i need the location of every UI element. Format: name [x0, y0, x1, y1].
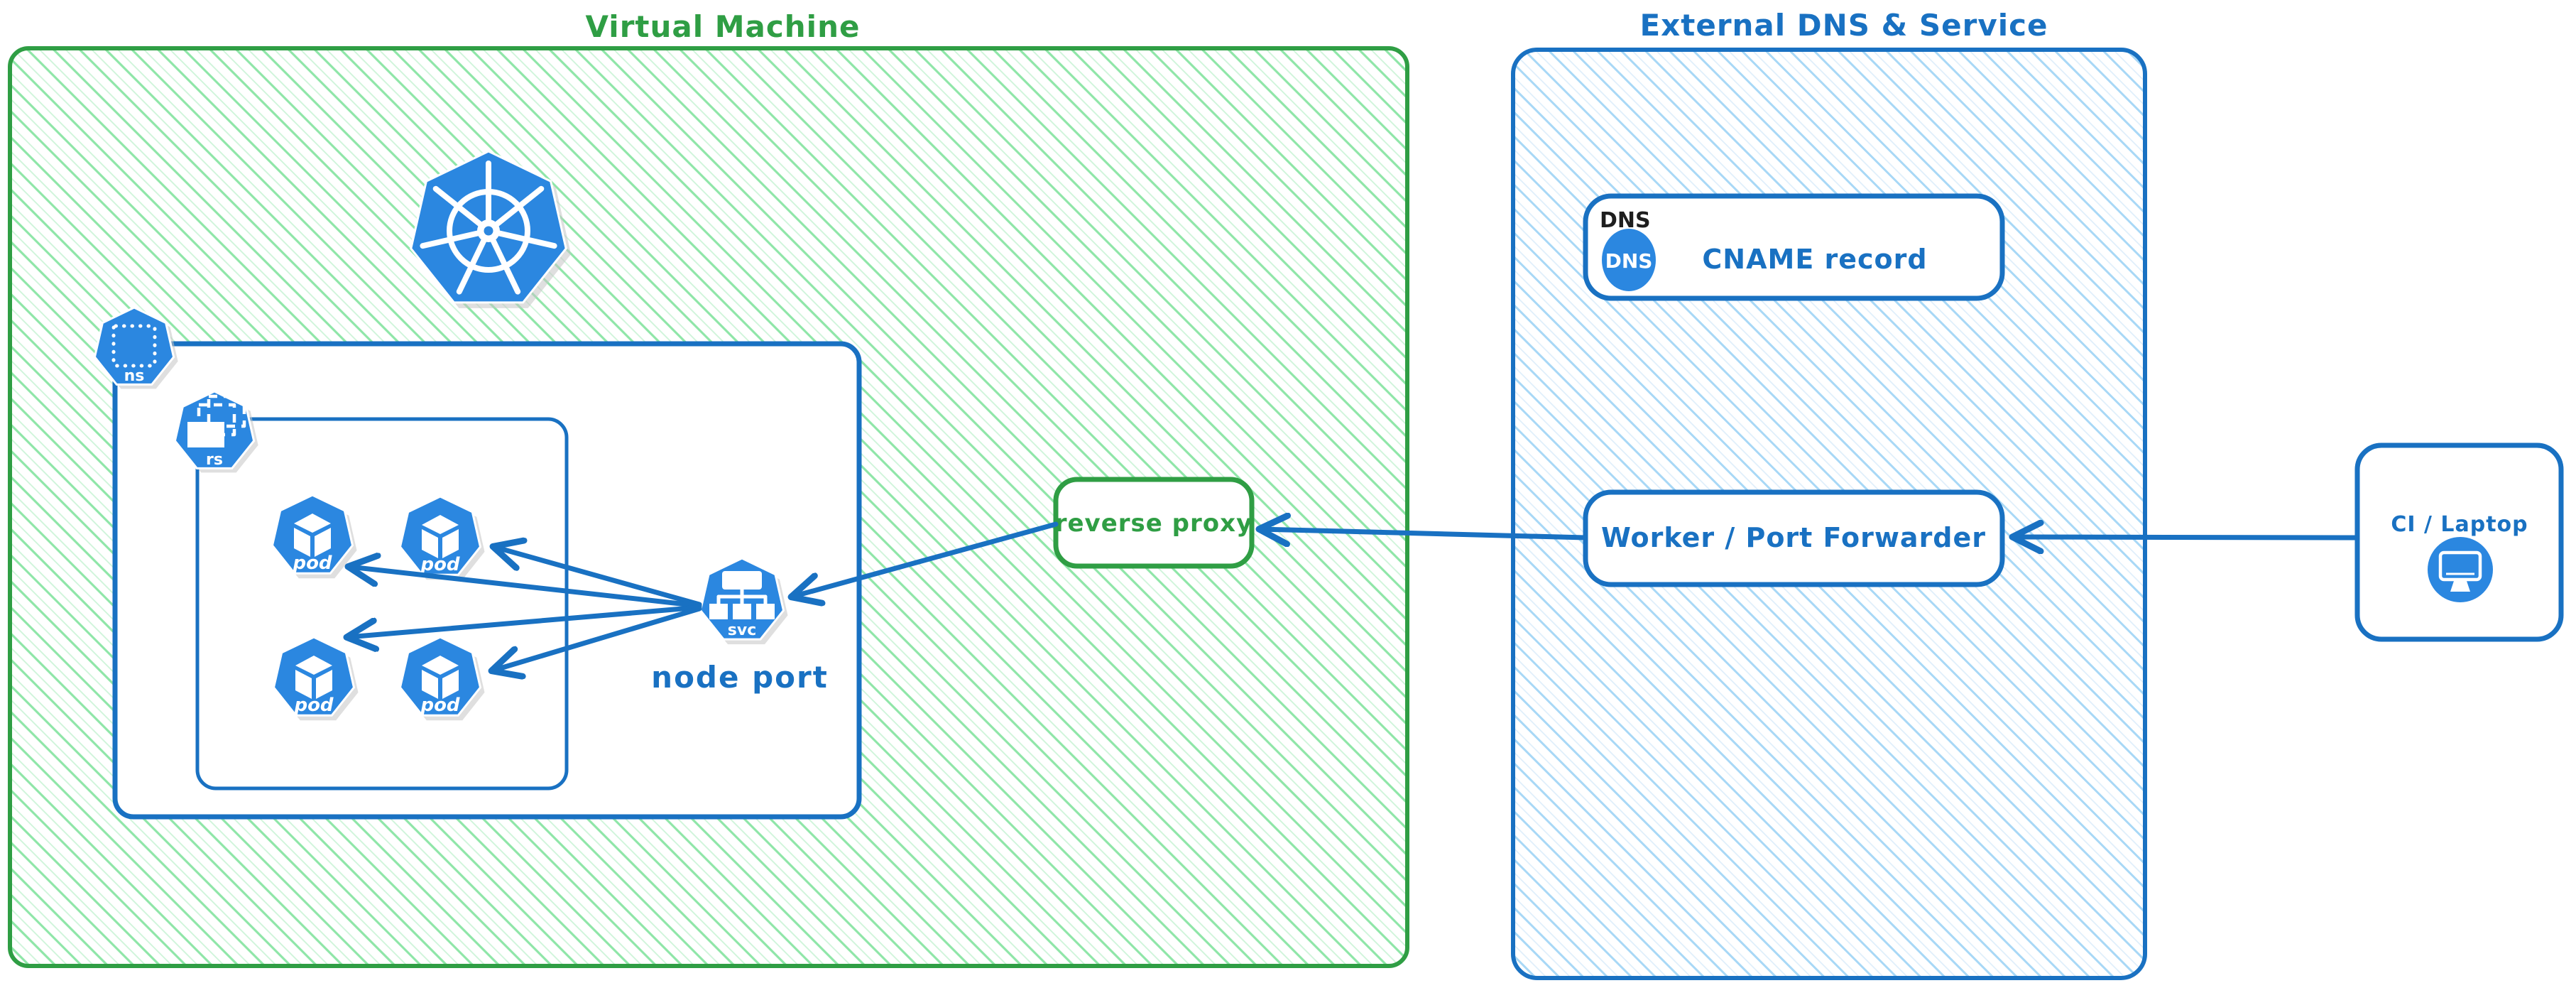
arrow-svc-to-pod-bottom-left: [348, 604, 702, 637]
arrow-svc-to-pod-bottom-right: [493, 606, 702, 670]
pod-icon-label: pod: [292, 553, 332, 574]
namespace-icon: ns: [93, 306, 178, 389]
replicaset-icon: rs: [173, 390, 258, 473]
dns-card: DNS DNS CNAME record: [1583, 193, 2005, 301]
reverse-proxy-label: reverse proxy: [1055, 509, 1253, 538]
monitor-icon: [2428, 537, 2493, 602]
arrow-svc-to-pod-top-right: [494, 547, 702, 607]
pod-icon: pod: [399, 636, 486, 722]
node-port-caption: node port: [651, 660, 829, 695]
worker-box: Worker / Port Forwarder: [1583, 489, 2005, 587]
pod-icon-label: pod: [420, 695, 459, 716]
ci-laptop-label: CI / Laptop: [2391, 512, 2528, 537]
pod-icon-label: pod: [420, 554, 459, 575]
ci-laptop-box: CI / Laptop: [2354, 442, 2564, 642]
service-icon: svc: [699, 557, 788, 645]
dns-badge-label: DNS: [1605, 249, 1653, 273]
dns-tag: DNS: [1600, 208, 1651, 233]
replicaset-icon-label: rs: [206, 451, 223, 469]
reverse-proxy-box: reverse proxy: [1053, 477, 1255, 569]
pod-icon: pod: [399, 495, 486, 581]
external-title: External DNS & Service: [1639, 8, 2048, 43]
pod-icon: pod: [271, 494, 358, 580]
dns-circle-badge-icon: DNS: [1602, 229, 1656, 291]
worker-label: Worker / Port Forwarder: [1601, 522, 1986, 553]
pod-icon: pod: [273, 636, 359, 722]
kubernetes-logo-icon: [410, 150, 572, 308]
replicaset-box: [195, 417, 569, 791]
arrow-ci-to-worker: [2014, 537, 2360, 538]
service-icon-label: svc: [728, 621, 756, 639]
arrow-worker-to-reverse-proxy: [1260, 529, 1588, 538]
cname-record-label: CNAME record: [1702, 244, 1927, 275]
vm-title: Virtual Machine: [586, 9, 861, 44]
pod-icon-label: pod: [293, 695, 333, 716]
arrow-reverse-proxy-to-svc: [792, 521, 1059, 597]
namespace-icon-label: ns: [124, 367, 145, 385]
arrow-svc-to-pod-top-left: [349, 567, 702, 609]
